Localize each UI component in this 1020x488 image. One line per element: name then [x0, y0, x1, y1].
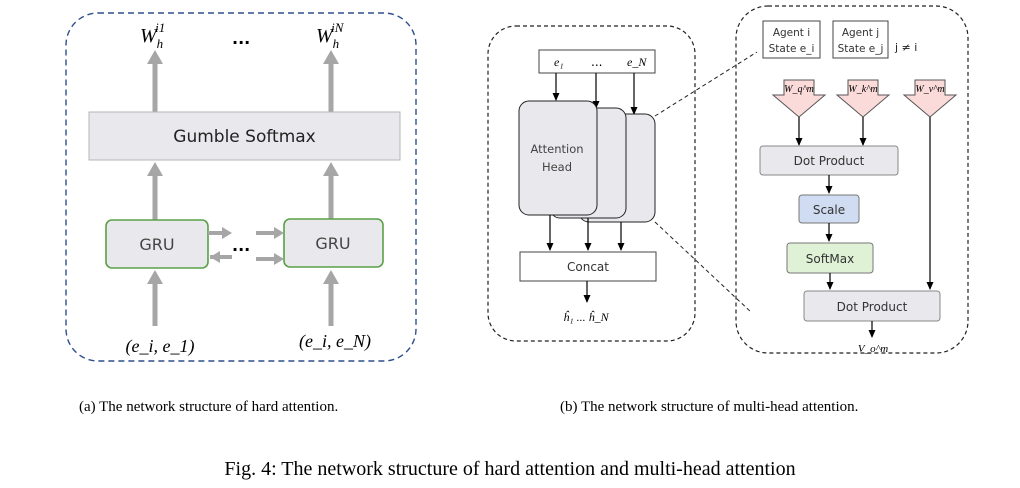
input-e1: e₁ [554, 55, 564, 69]
arrow-input-right-to-gru [323, 270, 339, 326]
agent-j-box [832, 20, 889, 59]
arrow-gumble-to-output-left [147, 50, 163, 112]
arrow-gru-right-to-gumble [323, 162, 339, 220]
input-embeddings-box [538, 49, 656, 74]
gumble-softmax-label: Gumble Softmax [173, 127, 315, 147]
agent-i-line1: Agent i [773, 27, 810, 39]
dot-product-1-label: Dot Product [794, 154, 865, 168]
concat-label: Concat [567, 260, 609, 274]
gumble-softmax-box [88, 111, 401, 161]
output-label-wh-iN: WhiN [316, 20, 345, 51]
detail-frame [735, 5, 969, 354]
attention-head-label-1: Attention [530, 142, 583, 156]
concat-box [519, 251, 657, 282]
panel-b-frame [487, 25, 696, 342]
weight-arrow-wv [902, 79, 958, 118]
panel-a-hard-attention: Whi1 ... WhiN Gumble Softmax GRU [65, 12, 417, 362]
zoom-connector-bottom [654, 221, 753, 314]
output-vo-label: V_o^m [858, 343, 888, 355]
agent-i-line2: State e_i [769, 43, 815, 55]
recurrent-arrows-right [256, 227, 284, 265]
arrow-gumble-to-output-right [323, 50, 339, 112]
gru-ellipsis: ... [232, 236, 250, 255]
output-label-wh-i1: Whi1 [140, 20, 165, 51]
weight-wq-label: W_q^m [784, 84, 814, 95]
agent-j-line2: State e_j [838, 43, 884, 55]
weight-arrow-wq [771, 79, 827, 118]
panel-a-frame [65, 12, 417, 362]
scale-label: Scale [813, 203, 845, 217]
j-neq-i-label: j ≠ i [894, 41, 917, 54]
input-label-left: (e_i, e_1) [126, 336, 195, 357]
attention-head-label-2: Head [542, 160, 572, 174]
gru-left-label: GRU [139, 235, 174, 254]
output-ellipsis: ... [232, 29, 250, 48]
softmax-label: SoftMax [806, 252, 855, 266]
gru-box-left [105, 219, 209, 269]
gru-box-right [283, 218, 384, 268]
weight-wk-label: W_k^m [848, 84, 877, 95]
arrow-input-left-to-gru [147, 270, 163, 326]
caption-b: (b) The network structure of multi-head … [560, 399, 858, 415]
gru-right-label: GRU [315, 234, 350, 253]
attention-head-detail: Agent i State e_i Agent j State e_j j ≠ … [735, 5, 969, 355]
dot-product-2-label: Dot Product [837, 300, 908, 314]
recurrent-arrows-left [208, 227, 232, 263]
panel-b-multi-head: e₁ ... e_N Attention Head Concat ĥ₁ ... … [487, 25, 758, 342]
zoom-connector-top [654, 51, 758, 117]
weight-arrow-wk [835, 79, 891, 118]
input-eN: e_N [627, 55, 647, 69]
attention-head-front [518, 100, 598, 216]
figure-caption: Fig. 4: The network structure of hard at… [224, 458, 795, 480]
input-ellipsis: ... [591, 55, 602, 69]
arrow-gru-left-to-gumble [147, 162, 163, 220]
output-h-labels: ĥ₁ ... ĥ_N [563, 310, 609, 324]
agent-i-box [762, 20, 821, 59]
weight-wv-label: W_v^m [915, 84, 944, 95]
input-label-right: (e_i, e_N) [299, 331, 371, 352]
agent-j-line1: Agent j [842, 27, 879, 39]
caption-a: (a) The network structure of hard attent… [79, 399, 338, 415]
